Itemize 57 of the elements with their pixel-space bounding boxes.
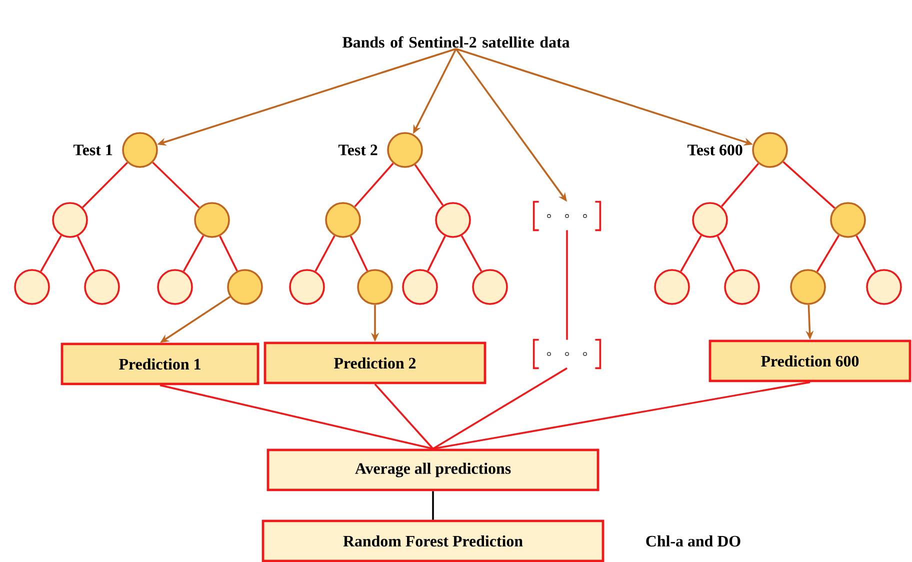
connector-line (82, 162, 128, 208)
connector-line (427, 236, 446, 272)
tree-node (289, 269, 325, 305)
process-box: Average all predictions (266, 448, 600, 492)
tree-node (830, 202, 866, 238)
tree-node (435, 202, 471, 238)
connector-line (816, 234, 840, 272)
connector-line (182, 235, 204, 272)
connector-line (432, 491, 434, 520)
title-text: Bands of Sentinel-2 satellite data (342, 36, 570, 48)
connector-line (354, 162, 394, 208)
tree-node (122, 132, 158, 168)
tree-label: Test 2 (338, 144, 378, 156)
tree-label: Test 1 (73, 144, 112, 156)
connector-line (152, 162, 200, 208)
tree-node (790, 269, 826, 305)
tree-node (14, 269, 50, 305)
tree-node (52, 202, 88, 238)
connector-line (219, 236, 238, 272)
tree-node (866, 269, 902, 305)
tree-node (402, 269, 438, 305)
tree-node (84, 269, 120, 305)
tree-node (692, 202, 728, 238)
connector-line (460, 235, 482, 272)
connector-line (414, 164, 444, 206)
tree-node (724, 269, 760, 305)
tree-node (654, 269, 690, 305)
connector-line (720, 163, 760, 207)
tree-node (325, 202, 361, 238)
connector-line (716, 236, 736, 272)
tree-label: Test 600 (688, 144, 742, 156)
ellipsis-bracket (532, 338, 602, 370)
process-box: Prediction 600 (708, 340, 912, 382)
connector-line (374, 384, 434, 450)
process-box: Random Forest Prediction (262, 520, 604, 562)
process-box: Prediction 2 (264, 342, 486, 384)
connector-line (314, 235, 336, 272)
process-box: Prediction 1 (60, 342, 260, 386)
tree-node (387, 132, 423, 168)
tree-node (157, 269, 193, 305)
connector-line (40, 235, 62, 272)
connector-line (566, 230, 568, 340)
connector-line (856, 235, 876, 272)
tree-node (194, 202, 230, 238)
connector-line (350, 236, 368, 272)
ellipsis-bracket (532, 200, 602, 232)
connector-line (432, 367, 568, 450)
tree-node (752, 132, 788, 168)
output-label: Chl-a and DO (646, 535, 740, 547)
connector-line (160, 384, 434, 450)
connector-line (76, 236, 96, 272)
connector-line (680, 235, 702, 272)
tree-node (472, 269, 508, 305)
connector-line (782, 161, 836, 209)
tree-node (227, 269, 263, 305)
tree-node (357, 269, 393, 305)
connector-line (432, 381, 810, 450)
